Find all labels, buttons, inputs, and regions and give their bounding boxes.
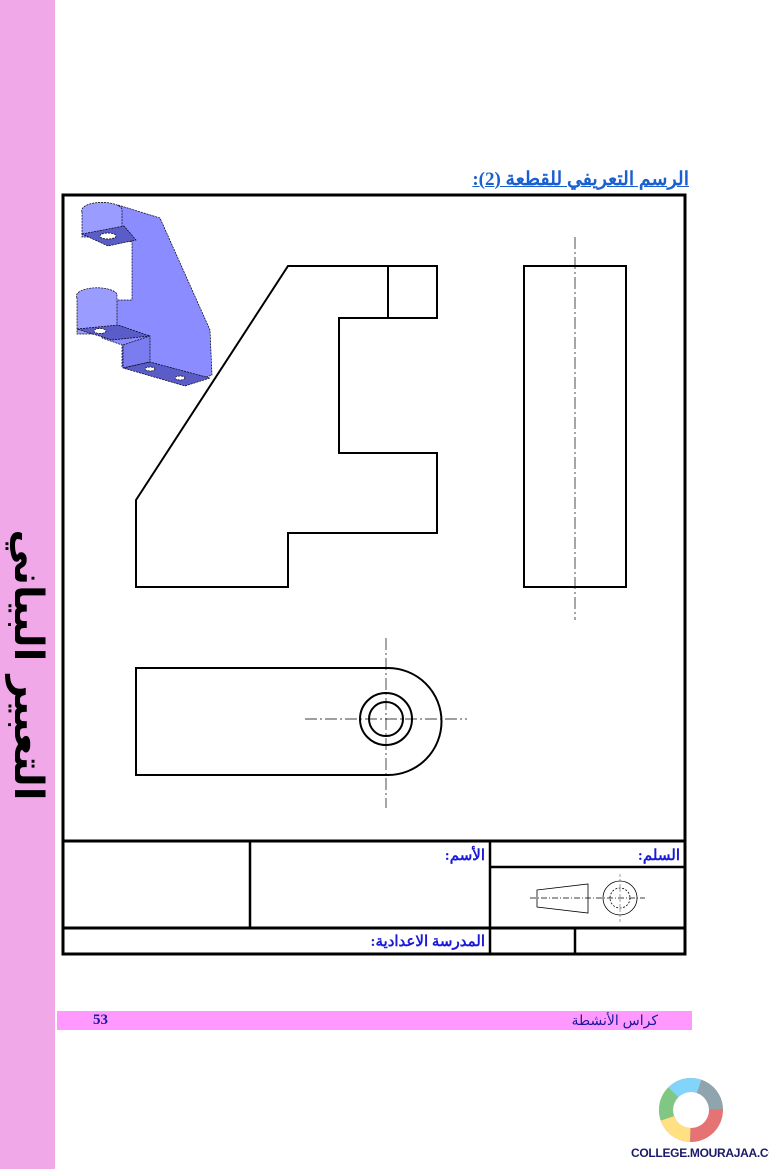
page-number: 53 [93, 1012, 108, 1028]
side-view [523, 237, 627, 620]
sidebar: التعبير البياني [0, 0, 55, 1169]
projection-symbol [530, 874, 645, 922]
front-view [135, 265, 438, 588]
site-url: COLLEGE.MOURAJAA.COM [631, 1146, 769, 1160]
isometric-part [76, 202, 213, 387]
drawing-frame [61, 193, 687, 956]
name-label: الأسم: [444, 848, 485, 864]
school-label: المدرسة الاعدادية: [370, 934, 486, 950]
site-logo [659, 1078, 723, 1142]
top-view [135, 638, 467, 808]
book-title: كراس الأنشطة [571, 1012, 658, 1028]
footer-bar: 53 كراس الأنشطة [57, 1011, 692, 1030]
section-title: الرسم التعريفي للقطعة (2): [472, 169, 689, 190]
scale-label: السلم: [637, 848, 680, 864]
